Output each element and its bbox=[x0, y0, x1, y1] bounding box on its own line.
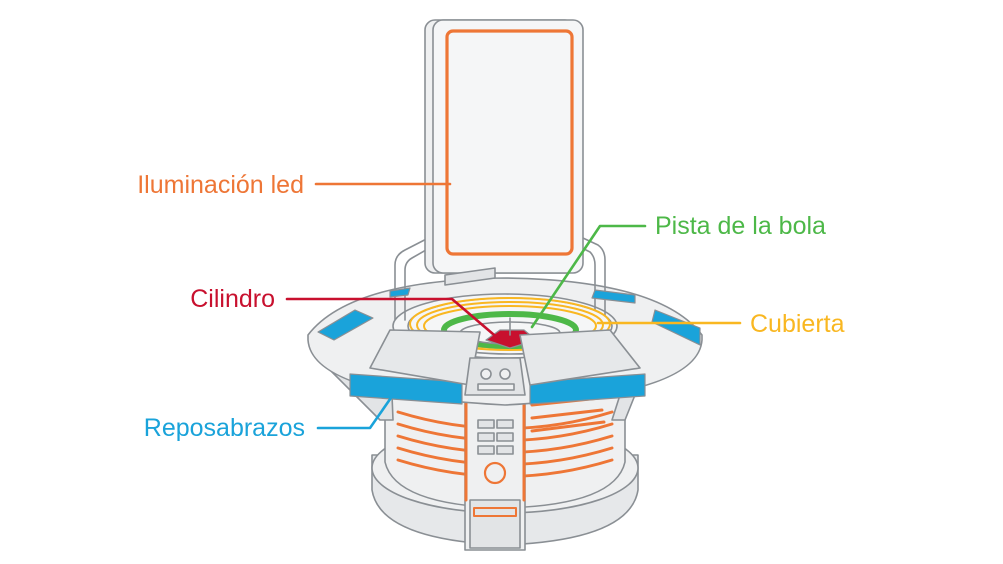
armrest-callout-line bbox=[316, 390, 397, 430]
ball-track-label: Pista de la bola bbox=[655, 212, 826, 240]
callout-labels: Iluminación led Pista de la bola Cilindr… bbox=[137, 171, 844, 442]
armrests bbox=[317, 287, 701, 405]
led-panel-stand bbox=[394, 231, 606, 321]
track-callout-line bbox=[530, 224, 647, 329]
led-lighting-label: Iluminación led bbox=[137, 171, 304, 199]
cover-label: Cubierta bbox=[750, 310, 845, 338]
cylinder-callout-line bbox=[285, 297, 502, 342]
roulette-machine-illustration bbox=[307, 19, 703, 551]
led-panel bbox=[424, 19, 584, 286]
armrest-label: Reposabrazos bbox=[144, 414, 305, 442]
cylinder-label: Cilindro bbox=[190, 285, 275, 313]
front-pillar bbox=[464, 394, 526, 551]
player-stations bbox=[369, 329, 641, 396]
callout-lines bbox=[285, 182, 742, 430]
